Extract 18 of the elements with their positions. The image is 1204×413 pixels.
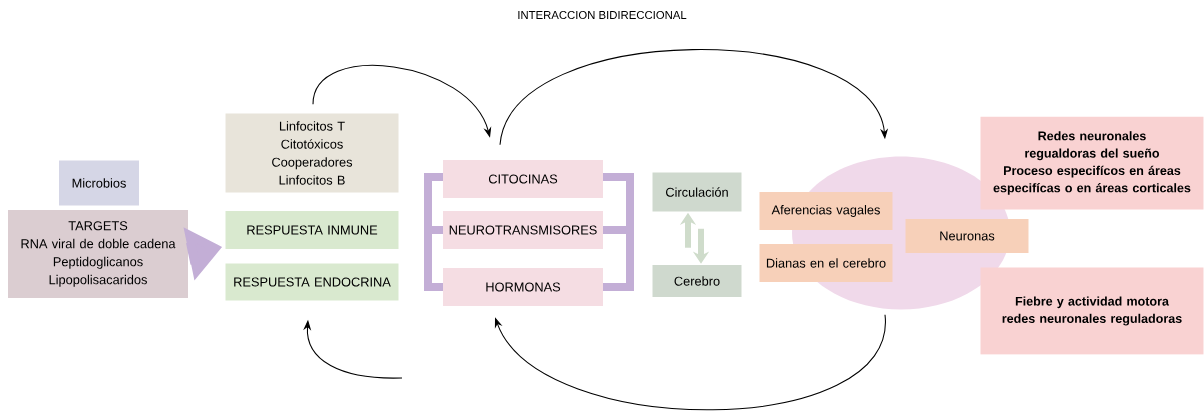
target-box: TARGETS RNA viral de doble cadena Peptidoglicanos Lipopolisacaridos [8,210,188,298]
process-box: CITOCINAS [443,160,603,198]
outcome-box: Fiebre y actividad motora redes neuronales reguladoras [980,267,1204,355]
process-box: RESPUESTA ENDOCRINA [225,263,399,301]
process-box: RESPUESTA INMUNE [225,211,399,249]
process-box: Aferencias vagales [759,192,893,230]
outcome-box: Redes neuronales regualdoras del sueño Proceso especifícos en áreas especifícas o en áreas corticales [980,116,1204,210]
process-box: Dianas en el cerebro [759,244,893,282]
process-box: Circulación [652,172,742,212]
process-box: HORMONAS [443,268,603,306]
process-box: NEUROTRANSMISORES [443,211,603,249]
cell-box: Linfocitos T Citotóxicos Cooperadores Linfocitos B [225,113,399,193]
arrow [499,49,889,146]
process-box: Neuronas [905,219,1029,253]
title: INTERACCION BIDIRECCIONAL [518,11,687,19]
process-box: Cerebro [652,265,742,297]
label-box: Microbios [59,160,139,206]
arrow [494,314,886,411]
